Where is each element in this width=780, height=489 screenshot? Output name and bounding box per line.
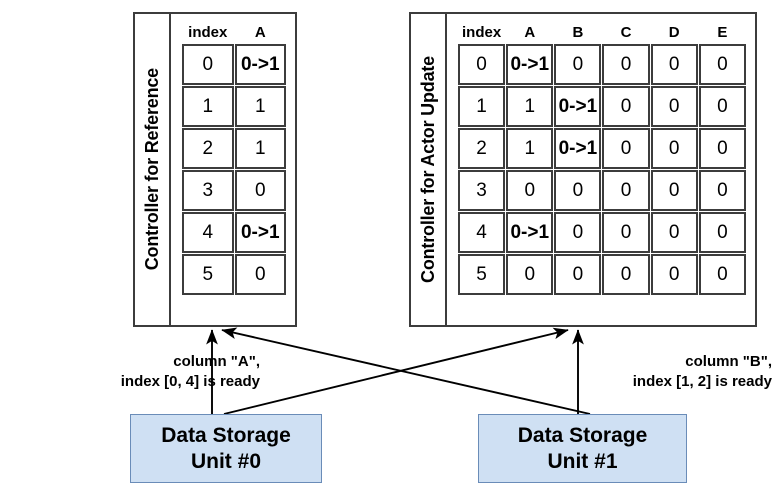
cell-index-row-4: 4 (458, 212, 506, 253)
data-storage-unit-0-line1: Data Storage (161, 423, 291, 447)
cell-c-row-4: 0 (602, 212, 650, 253)
cell-d-row-0: 0 (650, 44, 698, 85)
column-header-index: index (188, 23, 228, 41)
cell-c-row-5: 0 (602, 254, 650, 295)
cell-e-row-5: 0 (698, 254, 746, 295)
cell-a-row-4: 0->1 (506, 212, 554, 253)
caption-left: column "A", index [0, 4] is ready (28, 352, 260, 393)
cell-a-row-3: 0 (234, 170, 286, 211)
controller-for-actor-update-panel: Controller for Actor Update index A B C … (409, 12, 757, 327)
cell-a-row-5: 0 (234, 254, 286, 295)
column-header-a: A (524, 23, 536, 41)
cell-c-row-1: 0 (602, 86, 650, 127)
cell-a-row-2: 1 (506, 128, 554, 169)
cell-b-row-5: 0 (554, 254, 602, 295)
cell-a-row-2: 1 (234, 128, 286, 169)
caption-left-line1: column "A", (173, 353, 260, 370)
cell-index-row-2: 2 (182, 128, 234, 169)
column-header-index: index (461, 23, 502, 41)
column-header-c: C (620, 23, 632, 41)
panel-title-reference-label: Controller for Reference (141, 68, 162, 271)
panel-title-reference: Controller for Reference (135, 14, 171, 325)
cell-a-row-3: 0 (506, 170, 554, 211)
cell-index-row-1: 1 (182, 86, 234, 127)
cell-c-row-3: 0 (602, 170, 650, 211)
cell-a-row-0: 0->1 (506, 44, 554, 85)
cell-index-row-1: 1 (458, 86, 506, 127)
cell-c-row-2: 0 (602, 128, 650, 169)
data-storage-unit-0-line2: Unit #0 (190, 449, 261, 473)
cell-index-row-5: 5 (458, 254, 506, 295)
cell-b-row-2: 0->1 (554, 128, 602, 169)
panel-title-actor-update: Controller for Actor Update (411, 14, 447, 325)
caption-right-line2: index [1, 2] is ready (632, 373, 772, 391)
column-header-d: D (668, 23, 680, 41)
table-header-row: index A (182, 21, 286, 43)
data-storage-unit-0-box[interactable]: Data Storage Unit #0 (130, 414, 322, 483)
cell-d-row-2: 0 (650, 128, 698, 169)
data-storage-unit-1-line2: Unit #1 (547, 449, 618, 473)
cell-b-row-4: 0 (554, 212, 602, 253)
cell-e-row-0: 0 (698, 44, 746, 85)
cell-index-row-0: 0 (182, 44, 234, 85)
cell-a-row-1: 1 (234, 86, 286, 127)
cell-b-row-3: 0 (554, 170, 602, 211)
cell-c-row-0: 0 (602, 44, 650, 85)
cell-d-row-5: 0 (650, 254, 698, 295)
cell-a-row-0: 0->1 (234, 44, 286, 85)
cell-index-row-0: 0 (458, 44, 506, 85)
cell-a-row-1: 1 (506, 86, 554, 127)
cell-index-row-2: 2 (458, 128, 506, 169)
panel-title-actor-update-label: Controller for Actor Update (417, 56, 438, 283)
cell-a-row-4: 0->1 (234, 212, 286, 253)
cell-b-row-1: 0->1 (554, 86, 602, 127)
caption-left-line2: index [0, 4] is ready (120, 373, 260, 391)
cell-a-row-5: 0 (506, 254, 554, 295)
cell-e-row-1: 0 (698, 86, 746, 127)
cell-e-row-4: 0 (698, 212, 746, 253)
column-header-e: E (717, 23, 728, 41)
cell-e-row-3: 0 (698, 170, 746, 211)
data-storage-unit-1-box[interactable]: Data Storage Unit #1 (478, 414, 687, 483)
cell-index-row-3: 3 (182, 170, 234, 211)
cell-index-row-4: 4 (182, 212, 234, 253)
cell-d-row-4: 0 (650, 212, 698, 253)
cell-d-row-1: 0 (650, 86, 698, 127)
caption-right-line1: column "B", (685, 353, 772, 370)
column-header-b: B (572, 23, 584, 41)
column-header-a: A (254, 23, 266, 41)
caption-right: column "B", index [1, 2] is ready (520, 352, 772, 393)
arrow-dsu0-to-actor-update (223, 327, 569, 415)
cell-index-row-5: 5 (182, 254, 234, 295)
table-header-row: index A B C D E (458, 21, 746, 43)
cell-b-row-0: 0 (554, 44, 602, 85)
cell-index-row-3: 3 (458, 170, 506, 211)
data-storage-unit-1-line1: Data Storage (517, 423, 648, 447)
cell-e-row-2: 0 (698, 128, 746, 169)
cell-d-row-3: 0 (650, 170, 698, 211)
